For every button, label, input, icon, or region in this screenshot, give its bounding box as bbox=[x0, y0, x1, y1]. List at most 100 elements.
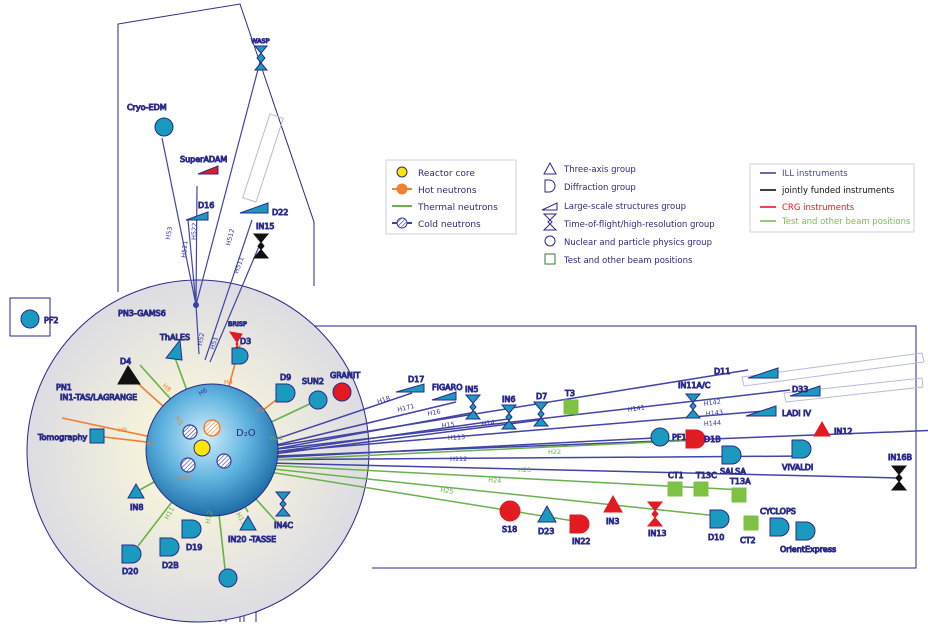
label: ThALES bbox=[159, 333, 190, 342]
legend-cold-icon bbox=[396, 217, 408, 229]
pf2-building bbox=[9, 297, 51, 337]
guide-label: H6 bbox=[197, 386, 209, 397]
triangle-icon bbox=[165, 338, 183, 361]
square-icon bbox=[89, 428, 105, 444]
instrument-d7: D7 bbox=[532, 392, 550, 427]
cold-source-horizontal bbox=[180, 457, 196, 473]
d-shape-icon bbox=[121, 544, 142, 564]
wedge-icon bbox=[747, 367, 779, 379]
label: PF1B bbox=[672, 433, 692, 442]
label: CYCLOPS bbox=[760, 507, 796, 516]
legend-box bbox=[749, 163, 915, 233]
instrument-d3: D3 bbox=[231, 337, 252, 365]
cold-source-vertical bbox=[216, 453, 232, 469]
label: D20 bbox=[122, 567, 138, 576]
guide-junction bbox=[193, 302, 199, 308]
instrument-vivaldi: VIVALDI bbox=[782, 439, 814, 473]
legend-label: jointly funded instruments bbox=[781, 186, 895, 196]
guide-label: H144 bbox=[704, 419, 722, 428]
instrument-t13c: T13C bbox=[693, 471, 718, 497]
instrument-wasp: WASP bbox=[251, 37, 270, 71]
guide-label: H22 bbox=[548, 448, 561, 456]
label: IN4C bbox=[274, 521, 293, 530]
guide-extension-north bbox=[242, 113, 284, 203]
instrument-in5: IN5 bbox=[465, 385, 482, 420]
legend-box bbox=[385, 159, 517, 235]
instrument-d9: D9 bbox=[275, 373, 296, 403]
instrument-cryo-edm: Cryo-EDM bbox=[127, 103, 174, 137]
d-shape-icon bbox=[159, 537, 180, 557]
instrument-d19: D19 bbox=[181, 519, 203, 553]
guide-label: H16 bbox=[427, 408, 441, 418]
label: D17 bbox=[408, 375, 424, 384]
label: D1B bbox=[704, 435, 721, 444]
d-shape-icon bbox=[709, 509, 730, 529]
legend-groups: Three-axis group Diffraction group Large… bbox=[541, 161, 715, 266]
instrument-d2b: D2B bbox=[159, 537, 180, 571]
label: IN3 bbox=[606, 517, 619, 526]
instrument-ladi: LADI IV bbox=[745, 405, 812, 419]
instrument-d23: D23 bbox=[537, 504, 557, 537]
instrument-in4c: IN4C bbox=[274, 491, 294, 531]
instrument-thales: ThALES bbox=[159, 333, 191, 361]
instrument-in3: IN3 bbox=[603, 494, 623, 527]
wedge-icon bbox=[185, 211, 209, 221]
legend-label: Cold neutrons bbox=[418, 220, 481, 230]
wedge-icon bbox=[431, 391, 457, 401]
instrument-granit: GRANIT bbox=[330, 371, 361, 402]
guide-label: H113 bbox=[448, 433, 466, 442]
label: CT1 bbox=[668, 471, 684, 480]
instrument-d33: D33 bbox=[789, 385, 821, 397]
legend-label: Test and other beam positions bbox=[781, 217, 911, 227]
guide-label: H24 bbox=[488, 476, 502, 485]
label: BRISP bbox=[228, 320, 247, 328]
legend-label: Test and other beam positions bbox=[563, 256, 693, 266]
instrument-orient-express: OrientExpress bbox=[780, 521, 837, 555]
neutron-guide-hall-outline bbox=[308, 325, 917, 569]
circle-icon bbox=[544, 235, 556, 247]
label: T13C bbox=[695, 471, 717, 480]
guide-label: H112 bbox=[450, 455, 467, 463]
label: IN13 bbox=[648, 529, 667, 538]
d-shape-icon bbox=[544, 179, 556, 193]
circle-icon bbox=[154, 117, 174, 137]
square-icon bbox=[544, 253, 556, 265]
guide-label: H521 bbox=[180, 240, 189, 258]
triangle-icon bbox=[603, 494, 623, 513]
label: IN11A/C bbox=[678, 381, 711, 390]
square-icon bbox=[563, 399, 579, 415]
building-outlines bbox=[9, 3, 925, 622]
instrument-pf1b: PF1B bbox=[650, 427, 693, 447]
instrument-in16b: IN16B bbox=[888, 453, 913, 491]
hourglass-icon bbox=[274, 491, 292, 517]
instrument-salsa: SALSA bbox=[720, 445, 747, 477]
hourglass-icon bbox=[253, 45, 269, 71]
wedge-icon bbox=[745, 405, 777, 417]
d-shape-icon bbox=[769, 517, 790, 537]
triangle-icon bbox=[239, 514, 257, 531]
d-shape-icon bbox=[569, 514, 590, 534]
legend-hot-icon bbox=[396, 183, 408, 195]
triangle-icon bbox=[537, 504, 557, 523]
wedge-icon bbox=[197, 165, 219, 175]
instrument-pn1: PN1 bbox=[56, 383, 73, 393]
instrument-d11: D11 bbox=[714, 367, 779, 379]
square-icon bbox=[667, 481, 683, 497]
guide-label: H18 bbox=[376, 394, 391, 406]
d-shape-icon bbox=[791, 439, 812, 459]
instrument-d4: D4 bbox=[117, 357, 141, 385]
label: PF2 bbox=[44, 316, 59, 325]
guide-label: H142 bbox=[703, 398, 721, 408]
legend-instruments: ILL instruments jointly funded instrumen… bbox=[749, 163, 915, 233]
d-shape-icon bbox=[685, 429, 706, 449]
instrument-pf2: PF2 bbox=[20, 309, 59, 329]
hourglass-icon bbox=[684, 393, 702, 419]
guide-label: H53 bbox=[164, 226, 174, 240]
instrument-in1-label: IN1-TAS/LAGRANGE bbox=[60, 393, 137, 402]
d-shape-icon bbox=[275, 383, 296, 403]
instrument-in6: IN6 bbox=[500, 395, 518, 430]
hourglass-icon bbox=[542, 213, 558, 231]
guide-label: H3 bbox=[256, 406, 265, 414]
d-shape-icon bbox=[721, 445, 742, 465]
